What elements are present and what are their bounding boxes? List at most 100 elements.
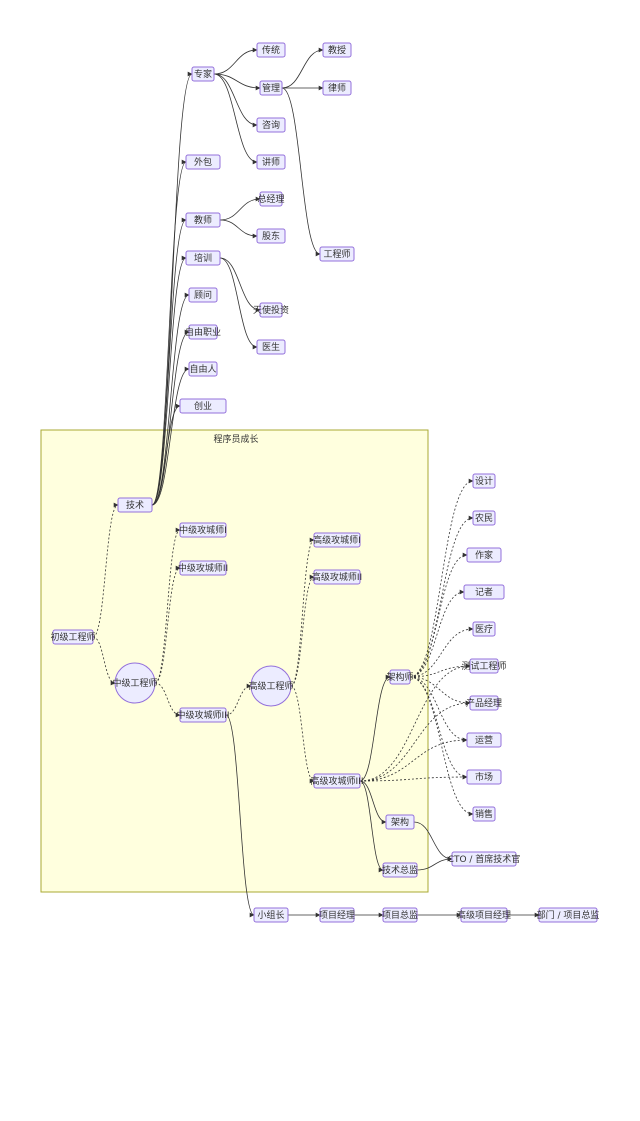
cluster-frame <box>40 429 429 893</box>
node-t14[interactable]: 股东 <box>256 228 286 244</box>
node-label: 创业 <box>194 400 212 412</box>
node-l[interactable]: 高级项目经理 <box>457 907 511 923</box>
edge-t1-t9 <box>213 47 258 75</box>
node-t6[interactable]: 自由职业 <box>185 324 221 340</box>
node-label: 股东 <box>262 230 280 242</box>
node-shape <box>52 629 94 645</box>
node-label: 初级工程师 <box>50 631 95 643</box>
node-t11[interactable]: 咨询 <box>256 117 286 133</box>
node-t15[interactable]: 天使投资 <box>253 302 289 318</box>
node-shape <box>256 228 286 244</box>
node-t10[interactable]: 管理 <box>259 80 283 96</box>
node-label: 小组长 <box>257 909 284 921</box>
node-k[interactable]: 项目总监 <box>382 907 418 923</box>
node-shape <box>117 497 153 513</box>
node-shape <box>538 907 598 923</box>
node-t3[interactable]: 教师 <box>185 212 221 228</box>
node-d3[interactable]: 高级攻城师III <box>311 773 364 789</box>
node-h[interactable]: CTO / 首席技术官 <box>448 851 521 867</box>
node-t22[interactable]: 作家 <box>466 547 502 563</box>
node-t2[interactable]: 外包 <box>185 154 221 170</box>
node-t1[interactable]: 专家 <box>191 66 215 82</box>
node-label: 医疗 <box>475 623 493 635</box>
node-label: 作家 <box>475 549 493 561</box>
edge-t4-t15 <box>219 257 261 313</box>
node-shape <box>188 324 218 340</box>
node-t29[interactable]: 销售 <box>472 806 496 822</box>
edge-t3-t13 <box>219 196 261 221</box>
node-t5[interactable]: 顾问 <box>188 287 218 303</box>
node-d[interactable]: 高级工程师 <box>248 665 294 707</box>
node-t25[interactable]: 测试工程师 <box>461 658 507 674</box>
node-t4[interactable]: 培训 <box>185 250 221 266</box>
node-t24[interactable]: 医疗 <box>472 621 496 637</box>
node-shape <box>185 212 221 228</box>
edge-d3-t28 <box>359 774 468 782</box>
node-c[interactable]: 中级工程师 <box>112 662 158 704</box>
node-label: 高级攻城师III <box>311 775 364 787</box>
edge-d-d3 <box>290 685 315 784</box>
node-t12[interactable]: 讲师 <box>256 154 286 170</box>
node-t18[interactable]: 律师 <box>322 80 352 96</box>
edge-c-c2 <box>154 565 181 684</box>
node-a[interactable]: 初级工程师 <box>50 629 96 645</box>
node-shape <box>472 806 496 822</box>
node-t16[interactable]: 医生 <box>256 339 286 355</box>
node-label: 专家 <box>194 68 212 80</box>
node-t17[interactable]: 教授 <box>322 42 352 58</box>
node-label: 销售 <box>475 808 493 820</box>
node-label: 测试工程师 <box>461 660 506 672</box>
node-shape <box>460 907 508 923</box>
node-d2[interactable]: 高级攻城师II <box>312 569 362 585</box>
node-c2[interactable]: 中级攻城师II <box>178 560 228 576</box>
node-shape <box>472 621 496 637</box>
node-t23[interactable]: 记者 <box>463 584 505 600</box>
node-shape <box>319 246 355 262</box>
node-j[interactable]: 项目经理 <box>319 907 355 923</box>
node-t9[interactable]: 传统 <box>256 42 286 58</box>
node-t13[interactable]: 总经理 <box>257 191 285 207</box>
node-c3[interactable]: 中级攻城师III <box>177 707 230 723</box>
edge-d3-t26 <box>359 700 471 782</box>
node-c1[interactable]: 中级攻城师I <box>179 522 227 538</box>
edge-c3-d <box>225 683 252 716</box>
node-label: CTO / 首席技术官 <box>448 853 521 865</box>
node-t19[interactable]: 工程师 <box>319 246 355 262</box>
node-t28[interactable]: 市场 <box>466 769 502 785</box>
node-m[interactable]: 部门 / 项目总监 <box>537 907 600 923</box>
node-label: 中级攻城师II <box>178 562 228 574</box>
node-shape <box>313 532 361 548</box>
edge-t4-t16 <box>219 257 258 350</box>
node-label: 自由人 <box>189 363 216 375</box>
node-label: 架构 <box>391 816 409 828</box>
node-label: 记者 <box>475 587 493 598</box>
node-d1[interactable]: 高级攻城师I <box>313 532 361 548</box>
edge-d3-f <box>359 780 387 825</box>
node-g[interactable]: 技术总监 <box>382 862 418 878</box>
node-t8[interactable]: 创业 <box>179 398 227 414</box>
node-label: 中级工程师 <box>112 677 157 689</box>
edge-g-h <box>416 856 453 871</box>
node-t27[interactable]: 运营 <box>466 732 502 748</box>
node-shape <box>256 117 286 133</box>
edge-c3-i <box>225 714 255 918</box>
node-t21[interactable]: 农民 <box>472 510 496 526</box>
node-b[interactable]: 技术 <box>117 497 153 513</box>
node-shape <box>466 547 502 563</box>
node-f[interactable]: 架构 <box>385 814 415 830</box>
node-label: 顾问 <box>194 289 212 301</box>
node-e[interactable]: 架构师 <box>386 669 414 685</box>
node-t26[interactable]: 产品经理 <box>466 695 502 711</box>
node-shape <box>472 473 496 489</box>
node-i[interactable]: 小组长 <box>253 907 289 923</box>
node-shape <box>389 669 411 685</box>
edge-a-b <box>92 502 119 638</box>
node-label: 传统 <box>262 44 280 56</box>
node-t20[interactable]: 设计 <box>472 473 496 489</box>
node-shape <box>322 80 352 96</box>
node-label: 技术总监 <box>382 864 418 876</box>
node-shape <box>463 584 505 600</box>
node-t7[interactable]: 自由人 <box>188 361 218 377</box>
edge-f-h <box>413 821 453 862</box>
